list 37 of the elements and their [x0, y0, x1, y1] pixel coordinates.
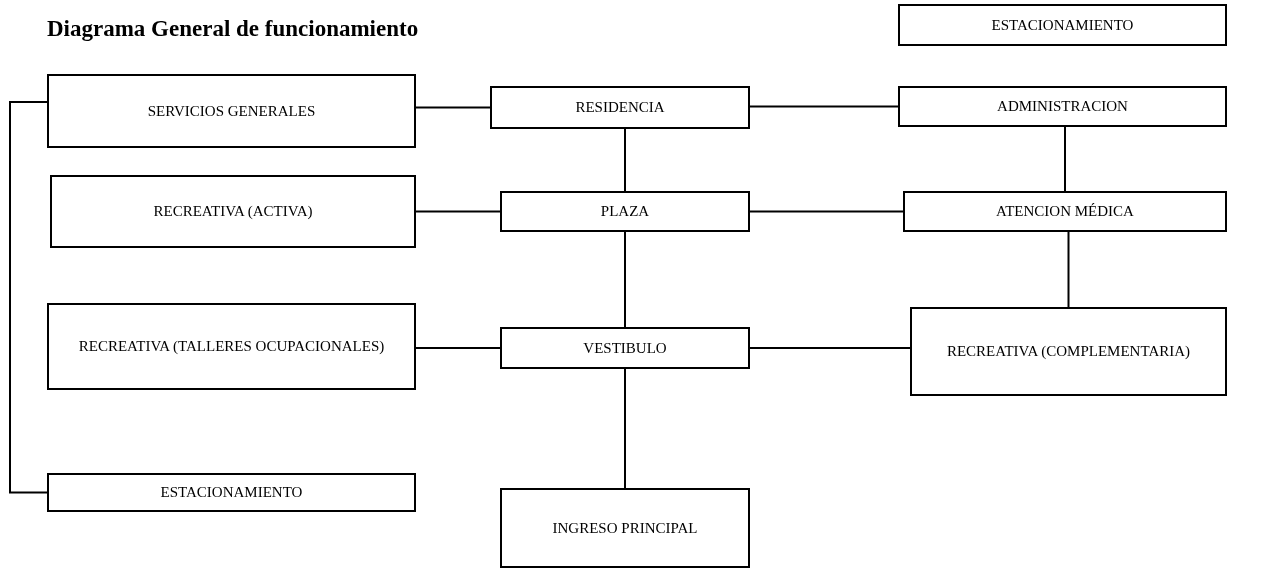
area-label: RECREATIVA (TALLERES OCUPACIONALES) — [78, 337, 385, 356]
connector-line — [1064, 126, 1066, 192]
area-label: VESTIBULO — [583, 338, 667, 358]
connector-line — [624, 368, 626, 489]
area-box — [500, 191, 750, 232]
area-box — [500, 327, 750, 369]
connector-line — [624, 231, 626, 328]
area-label: RECREATIVA (ACTIVA) — [153, 202, 313, 221]
area-box — [490, 86, 750, 129]
connector-line — [749, 210, 904, 213]
area-box — [903, 191, 1227, 232]
area-label: ESTACIONAMIENTO — [991, 15, 1134, 35]
area-label: SERVICIOS GENERALES — [147, 101, 316, 121]
connector-line — [749, 347, 911, 349]
area-label: ATENCION MÉDICA — [996, 202, 1134, 221]
area-label: ADMINISTRACION — [997, 97, 1128, 116]
connector-line — [9, 101, 48, 494]
area-label: PLAZA — [600, 202, 650, 221]
area-label: RECREATIVA (COMPLEMENTARIA) — [946, 342, 1191, 361]
connector-line — [415, 106, 491, 109]
area-box — [910, 307, 1227, 396]
connector-line — [1067, 231, 1070, 308]
area-label: RESIDENCIA — [575, 98, 665, 117]
area-label: ESTACIONAMIENTO — [160, 483, 303, 502]
connector-line — [415, 347, 501, 349]
connector-line — [415, 210, 501, 213]
area-box — [500, 488, 750, 568]
area-label: INGRESO PRINCIPAL — [552, 518, 698, 538]
connector-line — [749, 105, 899, 108]
area-box — [898, 86, 1227, 127]
connector-line — [624, 128, 626, 192]
diagram-title: Diagrama General de funcionamiento — [47, 15, 419, 43]
area-box — [47, 74, 416, 148]
area-box — [898, 4, 1227, 46]
area-box — [50, 175, 416, 248]
area-box — [47, 303, 416, 390]
area-box — [47, 473, 416, 512]
